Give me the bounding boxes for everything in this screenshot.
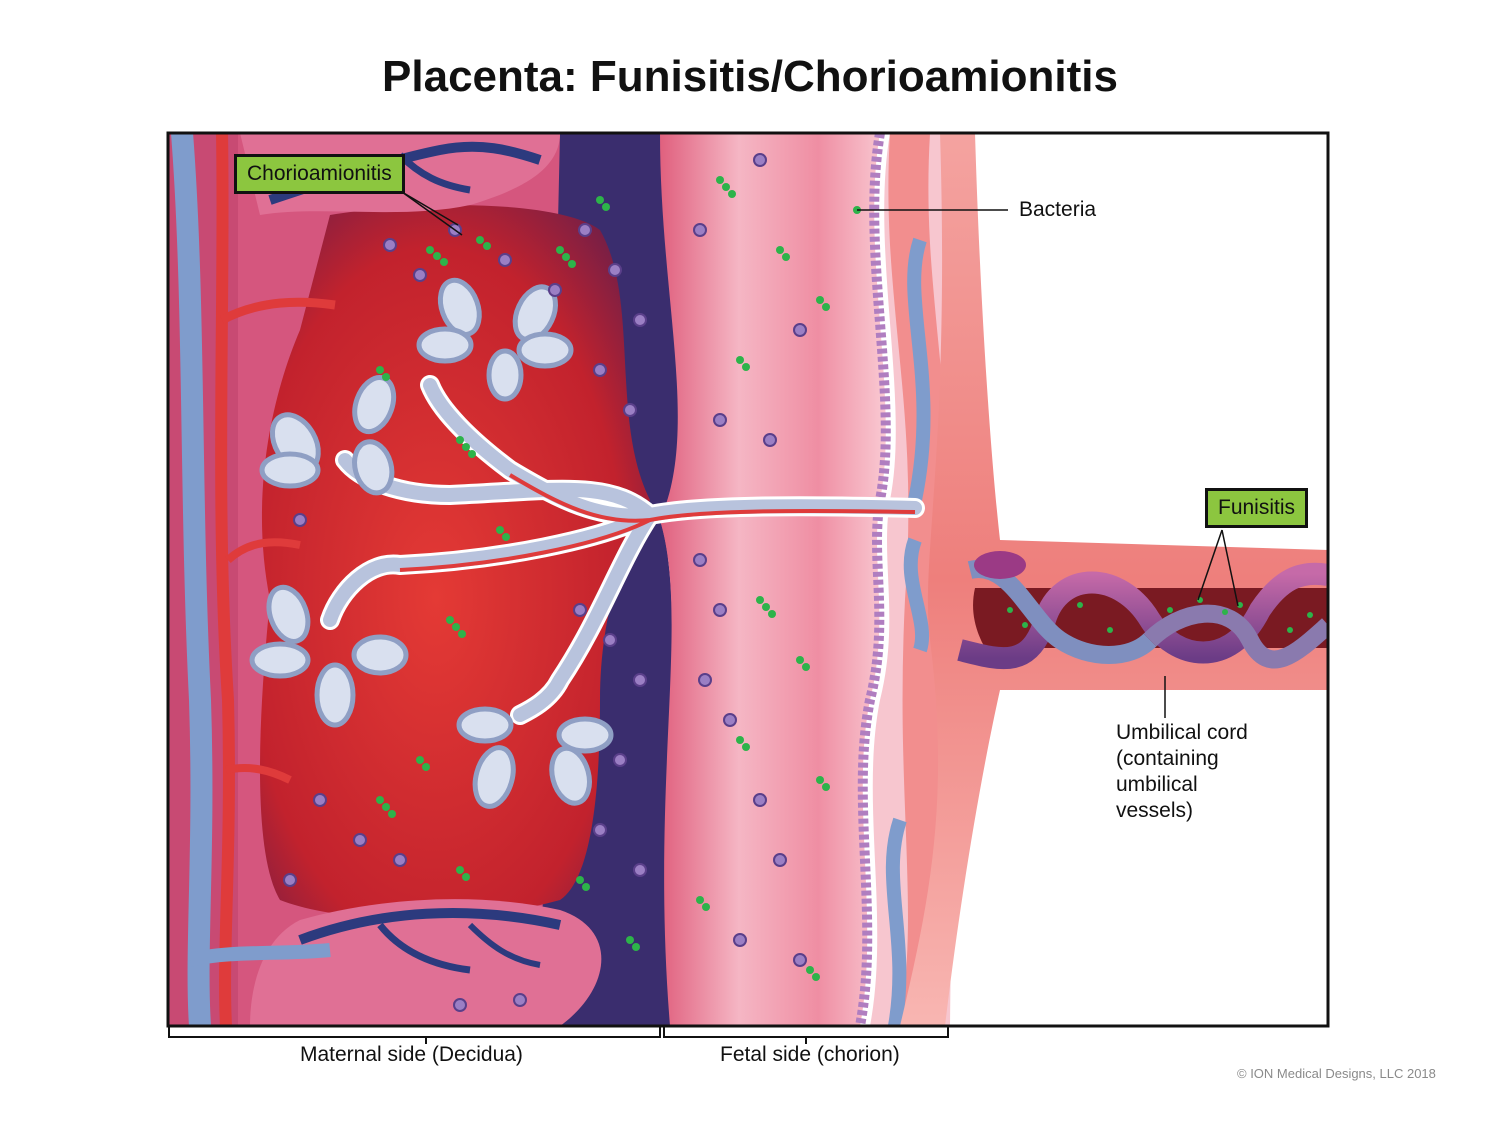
maternal-side-bracket xyxy=(168,1026,661,1038)
umbilical-cord-label-line-1: Umbilical cord xyxy=(1116,721,1248,744)
bacteria-label: Bacteria xyxy=(1019,198,1097,221)
umbilical-cord-label-line-2: (containing xyxy=(1116,747,1219,770)
funisitis-leader-1 xyxy=(1197,529,1223,601)
funisitis-leader-2 xyxy=(1221,529,1239,607)
maternal-vein xyxy=(171,133,213,1026)
chorioamionitis-leader-2 xyxy=(401,191,463,236)
funisitis-callout: Funisitis xyxy=(1205,488,1309,528)
chorioamionitis-callout: Chorioamionitis xyxy=(234,154,405,194)
diagram-title: Placenta: Funisitis/Chorioamionitis xyxy=(382,52,1118,101)
maternal-artery xyxy=(215,133,235,1026)
umbilical-cord-label-line-3: umbilical xyxy=(1116,773,1198,796)
copyright-notice: © ION Medical Designs, LLC 2018 xyxy=(1237,1066,1436,1081)
chorion-region xyxy=(660,133,886,1026)
maternal-side-label: Maternal side (Decidua) xyxy=(300,1043,523,1066)
illustration-frame xyxy=(166,131,1330,1028)
amnion-layer xyxy=(855,133,891,1026)
fetal-side-bracket xyxy=(663,1026,949,1038)
bacteria-icon xyxy=(376,176,1313,981)
umbilical-cord-label-line-4: vessels) xyxy=(1116,799,1194,822)
fetal-side-label: Fetal side (chorion) xyxy=(720,1043,900,1066)
chorioamionitis-leader-1 xyxy=(401,191,459,226)
white-blood-cell-icon xyxy=(283,153,807,1012)
umbilical-artery xyxy=(957,562,1328,670)
umbilical-cord-label: Umbilical cord (containing umbilical ves… xyxy=(1116,720,1248,824)
